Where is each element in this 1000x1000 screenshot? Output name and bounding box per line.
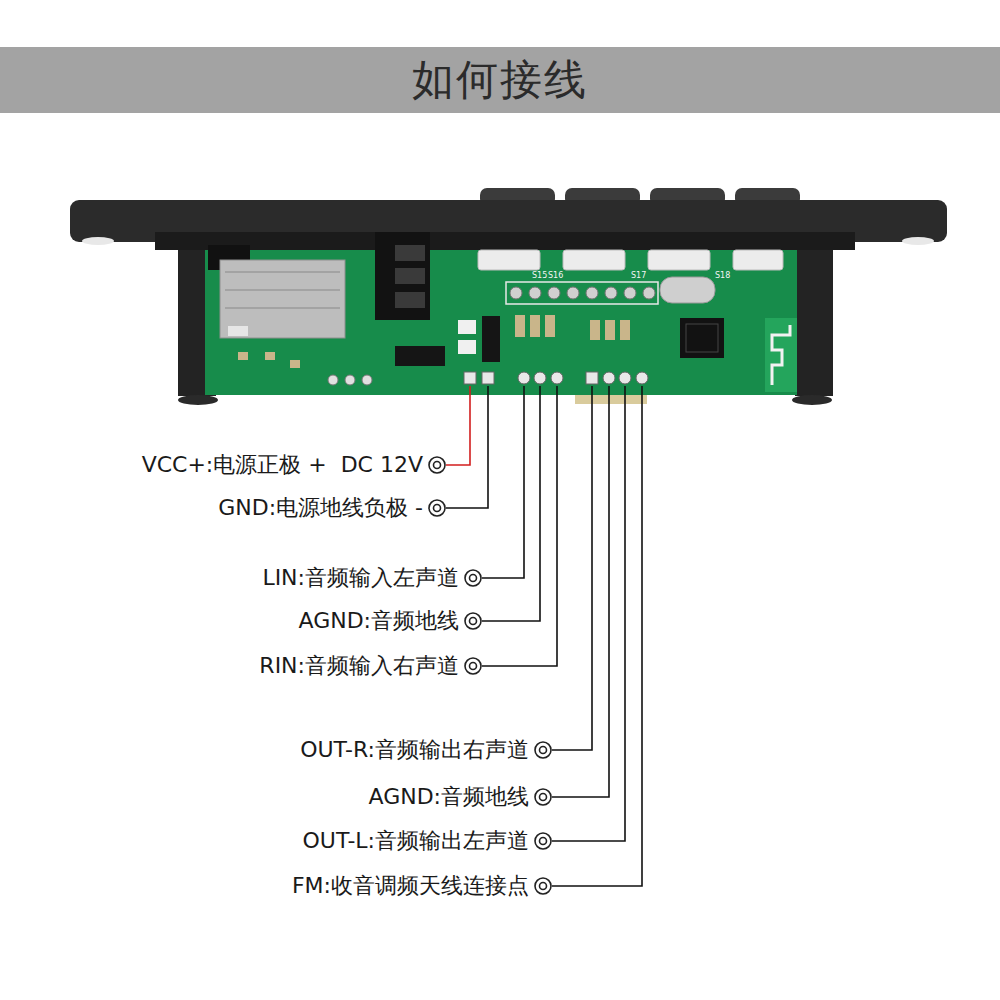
pin-label: AGND:音频地线	[298, 608, 459, 633]
silkscreen-label: S16	[548, 271, 563, 280]
page-title: 如何接线	[0, 47, 1000, 113]
pin-label: RIN:音频输入右声道	[259, 653, 459, 678]
pin-label: VCC+:电源正极 + DC 12V	[142, 452, 423, 477]
pin-label: FM:收音调频天线连接点	[292, 873, 529, 898]
silkscreen-label: S18	[715, 271, 730, 280]
pin-label: OUT-L:音频输出左声道	[303, 828, 529, 853]
silkscreen-label: S17	[631, 271, 646, 280]
pin-label: LIN:音频输入左声道	[262, 565, 459, 590]
silkscreen-label: S15	[532, 271, 547, 280]
pin-label: GND:电源地线负极 -	[218, 495, 423, 520]
pin-label: OUT-R:音频输出右声道	[300, 737, 529, 762]
pin-label: AGND:音频地线	[368, 784, 529, 809]
